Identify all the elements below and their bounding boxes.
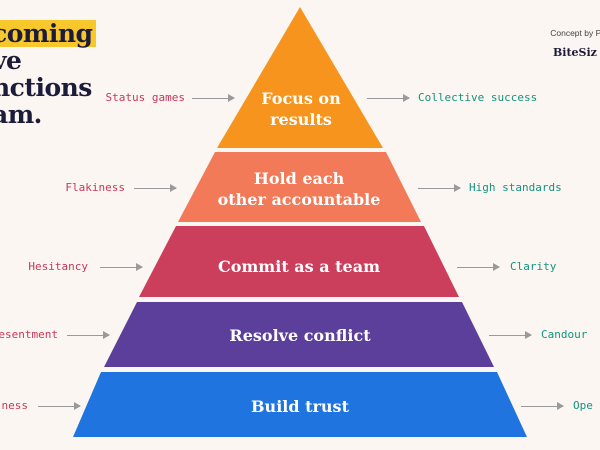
level-label-commit: Commit as a team <box>218 257 380 276</box>
level-label-focus-line1: Focus on <box>261 89 341 108</box>
title-line-4: am. <box>0 100 42 129</box>
level-label-resolve: Resolve conflict <box>229 326 371 345</box>
level-label-focus-line2: results <box>270 110 332 129</box>
left-label-status-games: Status games <box>105 91 185 104</box>
title-line-2: ve <box>0 46 22 75</box>
title-line-1: coming <box>0 20 96 47</box>
credit-brand-logo: BiteSiz <box>553 46 597 59</box>
arrow-right-icon <box>100 263 143 271</box>
right-label-candour: Candour <box>541 328 588 341</box>
title-line-3: nctions <box>0 73 92 102</box>
arrow-right-icon <box>192 94 235 102</box>
level-label-hold-line1: Hold each <box>254 169 345 188</box>
right-label-openness-fragment: Ope <box>573 399 593 412</box>
left-label-hesitancy: Hesitancy <box>28 260 88 273</box>
arrow-right-icon <box>489 331 532 339</box>
arrow-right-icon <box>367 94 410 102</box>
level-resolve-conflict <box>104 302 494 367</box>
arrow-right-icon <box>521 402 564 410</box>
level-commit-as-a-team <box>139 226 459 297</box>
level-focus-on-results <box>217 7 383 148</box>
level-label-hold-line2: other accountable <box>218 190 381 209</box>
right-label-high-standards: High standards <box>469 181 562 194</box>
left-label-openness-fragment: ness <box>1 399 29 412</box>
left-label-flakiness: Flakiness <box>65 181 125 194</box>
level-hold-each-other-accountable <box>178 152 421 222</box>
diagram-title: coming ve nctions am. <box>0 20 96 128</box>
level-label-build-trust: Build trust <box>251 397 350 416</box>
right-label-collective-success: Collective success <box>418 91 538 104</box>
arrow-right-icon <box>67 331 110 339</box>
arrow-right-icon <box>134 184 177 192</box>
left-label-resentment: esentment <box>0 328 58 341</box>
level-build-trust <box>73 372 527 437</box>
arrow-right-icon <box>418 184 461 192</box>
arrow-right-icon <box>457 263 500 271</box>
right-label-clarity: Clarity <box>510 260 557 273</box>
credit-text: Concept by Pa <box>550 28 600 38</box>
arrow-right-icon <box>38 402 81 410</box>
